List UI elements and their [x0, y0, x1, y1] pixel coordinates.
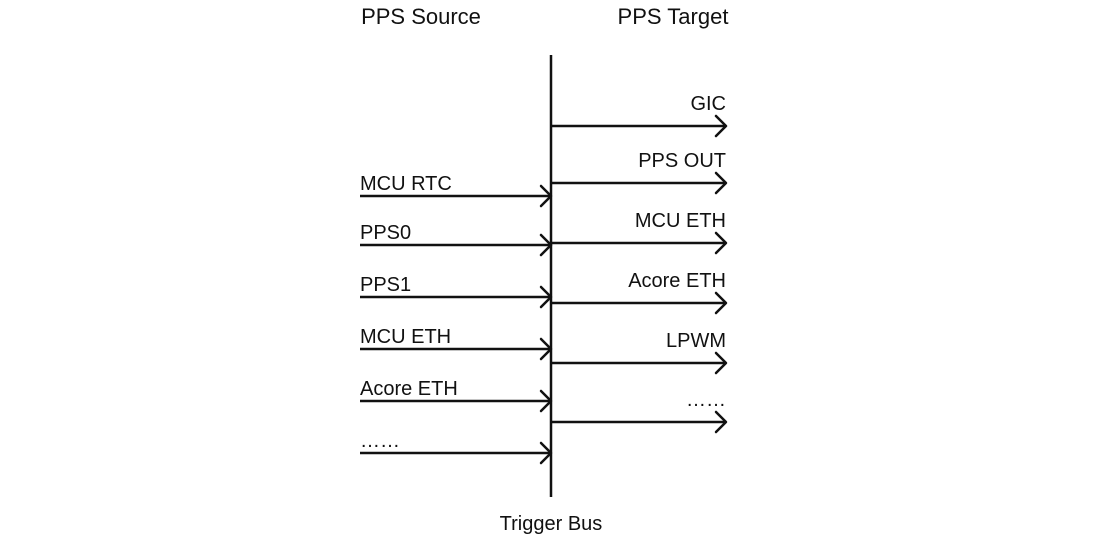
source-arrow-1-arrowhead: [539, 233, 553, 257]
target-arrow-3-arrowhead: [714, 291, 728, 315]
pps-target-header: PPS Target: [618, 4, 729, 29]
source-arrow-0-arrowhead: [539, 184, 553, 208]
source-arrow-2-arrowhead: [539, 285, 553, 309]
target-label-2: MCU ETH: [635, 210, 726, 232]
target-label-0: GIC: [690, 93, 726, 115]
target-arrows: GIC PPS OUT MCU ETH Acore ETH LPWM ……: [551, 93, 728, 434]
source-label-0: MCU RTC: [360, 173, 452, 195]
target-label-5: ……: [686, 389, 726, 411]
target-arrow-1-arrowhead: [714, 171, 728, 195]
target-label-3: Acore ETH: [628, 270, 726, 292]
target-arrow-2-arrowhead: [714, 231, 728, 255]
source-arrow-5-arrowhead: [539, 441, 553, 465]
trigger-bus-label: Trigger Bus: [500, 513, 603, 535]
target-label-4: LPWM: [666, 330, 726, 352]
source-label-3: MCU ETH: [360, 326, 451, 348]
target-arrow-0-arrowhead: [714, 114, 728, 138]
target-arrow-5-arrowhead: [714, 410, 728, 434]
target-arrow-4-arrowhead: [714, 351, 728, 375]
source-arrow-3-arrowhead: [539, 337, 553, 361]
source-arrow-4-arrowhead: [539, 389, 553, 413]
source-label-2: PPS1: [360, 274, 411, 296]
pps-source-header: PPS Source: [361, 4, 481, 29]
source-label-4: Acore ETH: [360, 378, 458, 400]
source-label-1: PPS0: [360, 222, 411, 244]
target-label-1: PPS OUT: [638, 150, 726, 172]
source-label-5: ……: [360, 430, 400, 452]
